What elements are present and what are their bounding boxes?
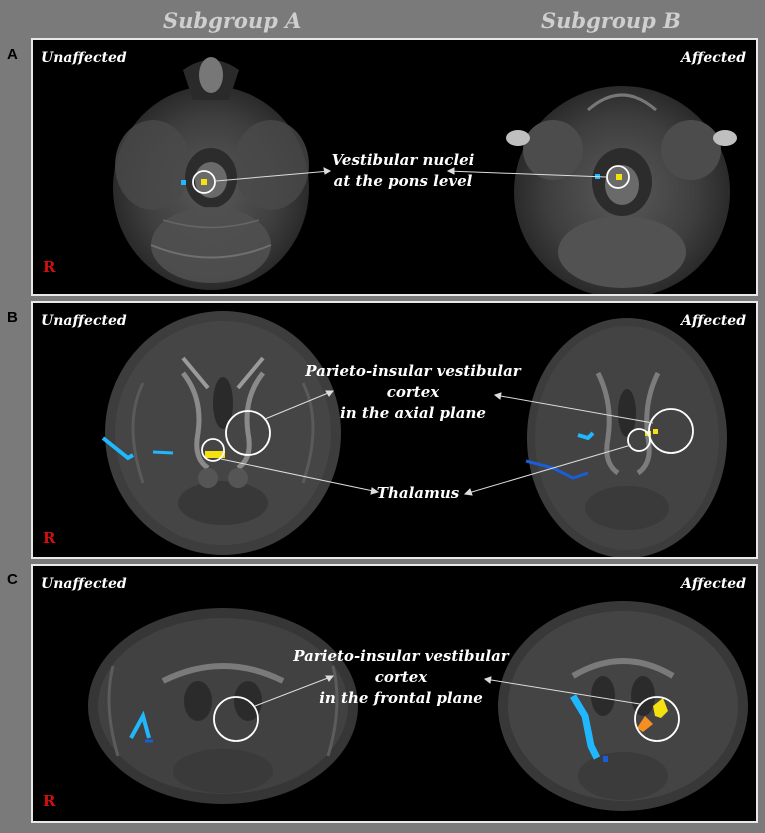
panel-c-image xyxy=(88,601,748,811)
panel-b: Unaffected Affected R Parieto-insular ve… xyxy=(31,301,758,559)
thalamus-label: Thalamus xyxy=(376,484,460,502)
label-connectors xyxy=(220,390,654,496)
roi-circle-thalamus-left xyxy=(201,438,225,462)
roi-circle-right xyxy=(606,165,630,189)
axial-slice-left xyxy=(101,311,341,555)
activation-yellow-thalamus-left xyxy=(205,451,225,458)
affected-tag: Affected xyxy=(680,50,746,66)
affected-tag: Affected xyxy=(680,313,746,329)
label-line-1: Vestibular nuclei xyxy=(331,151,475,169)
panel-a: Unaffected Affected R Vestibular nuclei … xyxy=(31,38,758,296)
roi-circle-thalamus-right xyxy=(627,428,651,452)
roi-circle-left xyxy=(192,170,216,194)
label-connectors xyxy=(254,675,641,707)
label-line-2: in the axial plane xyxy=(340,404,486,422)
panel-a-image xyxy=(113,57,737,294)
subgroup-b-header: Subgroup B xyxy=(541,8,681,33)
label-line-1: Parieto-insular vestibular cortex xyxy=(305,362,521,401)
activation-blue-left xyxy=(181,180,186,185)
panel-c-letter: C xyxy=(7,571,18,588)
pivc-frontal-label: Parieto-insular vestibular cortex in the… xyxy=(271,646,531,709)
activation-darkblue-right xyxy=(603,756,608,762)
activation-blue-right-1 xyxy=(577,431,595,441)
label-line-2: at the pons level xyxy=(333,172,473,190)
panel-c: Unaffected Affected R Parieto-insular ve… xyxy=(31,564,758,823)
roi-circle-left xyxy=(213,696,259,742)
side-marker: R xyxy=(43,529,56,547)
label-line-2: in the frontal plane xyxy=(319,689,483,707)
roi-circle-cortex-left xyxy=(225,410,271,456)
roi-circle-cortex-right xyxy=(648,408,694,454)
panel-b-letter: B xyxy=(7,309,18,326)
label-connectors xyxy=(215,167,607,182)
activation-yellow-right xyxy=(616,174,622,180)
unaffected-tag: Unaffected xyxy=(41,313,127,329)
coronal-slice-right xyxy=(498,601,748,811)
activation-orange-right xyxy=(637,716,653,732)
side-marker: R xyxy=(43,792,56,810)
activation-yellow-right xyxy=(653,698,668,718)
coronal-slice-left xyxy=(88,608,358,804)
pivc-axial-label: Parieto-insular vestibular cortex in the… xyxy=(283,361,543,424)
activation-blue-left xyxy=(129,710,151,739)
activation-yellow-left xyxy=(201,179,207,185)
unaffected-tag: Unaffected xyxy=(41,576,127,592)
activation-blue-left-1 xyxy=(101,436,135,461)
label-line-1: Parieto-insular vestibular cortex xyxy=(293,647,509,686)
panel-a-letter: A xyxy=(7,46,18,63)
subgroup-a-header: Subgroup A xyxy=(163,8,302,33)
activation-yellow-right-2 xyxy=(653,429,658,434)
activation-blue-right-2 xyxy=(525,459,589,480)
pons-slice-right xyxy=(506,86,737,294)
activation-blue-left-2 xyxy=(152,450,174,455)
affected-tag: Affected xyxy=(680,576,746,592)
vestibular-nuclei-label: Vestibular nuclei at the pons level xyxy=(323,150,483,192)
axial-slice-right xyxy=(525,318,727,557)
activation-blue-right xyxy=(569,694,601,760)
roi-circle-right xyxy=(634,696,680,742)
unaffected-tag: Unaffected xyxy=(41,50,127,66)
side-marker: R xyxy=(43,258,56,276)
panel-b-image xyxy=(101,311,727,557)
pons-slice-left xyxy=(113,57,309,290)
